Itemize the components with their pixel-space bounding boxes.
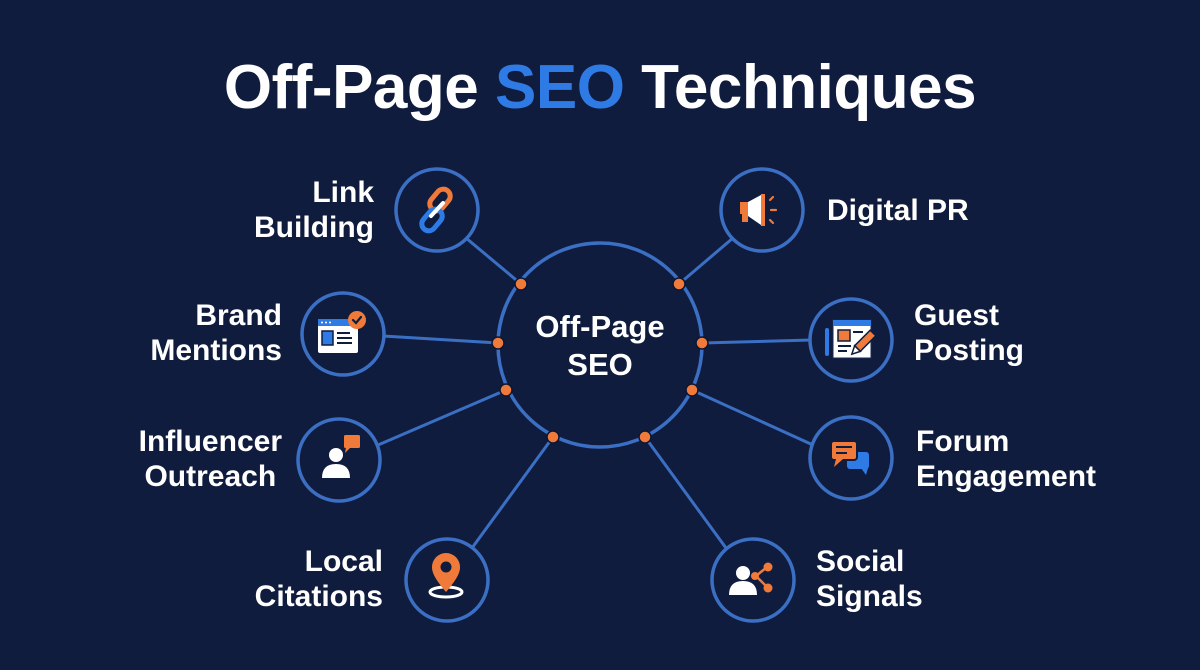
node-label-guest-posting: Guest Posting	[914, 298, 1024, 368]
node-label-line1: Brand	[195, 299, 282, 332]
center-hub-label: Off-Page SEO	[500, 308, 700, 384]
user-chat-icon	[322, 435, 360, 478]
node-label-social-signals: Social Signals	[816, 544, 923, 614]
user-share-icon	[729, 562, 773, 595]
node-label-line2: Building	[254, 211, 374, 244]
link-icon	[419, 186, 453, 234]
node-label-brand-mentions: Brand Mentions	[150, 298, 282, 368]
node-label-line1: Social	[816, 545, 905, 578]
page-title: Off-Page SEO Techniques	[0, 52, 1200, 124]
node-label-line2: Mentions	[150, 334, 282, 367]
node-label-line1: Guest	[914, 299, 1000, 332]
connector-lines	[377, 236, 814, 549]
map-pin-icon	[428, 553, 464, 599]
node-label-line1: Local	[304, 545, 383, 578]
node-label-line2: Engagement	[916, 460, 1097, 493]
megaphone-icon	[740, 194, 778, 226]
node-label-forum-engagement: Forum Engagement	[916, 424, 1096, 494]
chat-bubbles-icon	[830, 440, 869, 475]
node-label-line2: Citations	[254, 580, 383, 613]
node-label-line1: Link	[312, 176, 374, 209]
node-label-line2: Outreach	[144, 460, 277, 493]
document-pencil-icon	[825, 319, 877, 359]
title-suffix: Techniques	[624, 53, 977, 122]
connection-dots	[491, 277, 709, 444]
node-label-digital-pr: Digital PR	[827, 193, 969, 228]
node-label-line1: Forum	[916, 425, 1010, 458]
node-label-local-citations: Local Citations	[255, 544, 383, 614]
center-hub-line2: SEO	[567, 347, 633, 382]
browser-check-icon	[318, 311, 366, 353]
title-accent: SEO	[495, 53, 625, 122]
node-label-line2: Posting	[914, 334, 1024, 367]
node-label-link-building: Link Building	[254, 175, 374, 245]
node-label-line1: Influencer	[138, 425, 282, 458]
title-prefix: Off-Page	[223, 53, 495, 122]
node-label-influencer-outreach: Influencer Outreach	[139, 424, 282, 494]
node-label-line2: Signals	[816, 580, 923, 613]
node-label-line1: Digital PR	[827, 194, 969, 227]
center-hub-line1: Off-Page	[535, 309, 665, 344]
node-circle-social-signals	[710, 537, 796, 623]
